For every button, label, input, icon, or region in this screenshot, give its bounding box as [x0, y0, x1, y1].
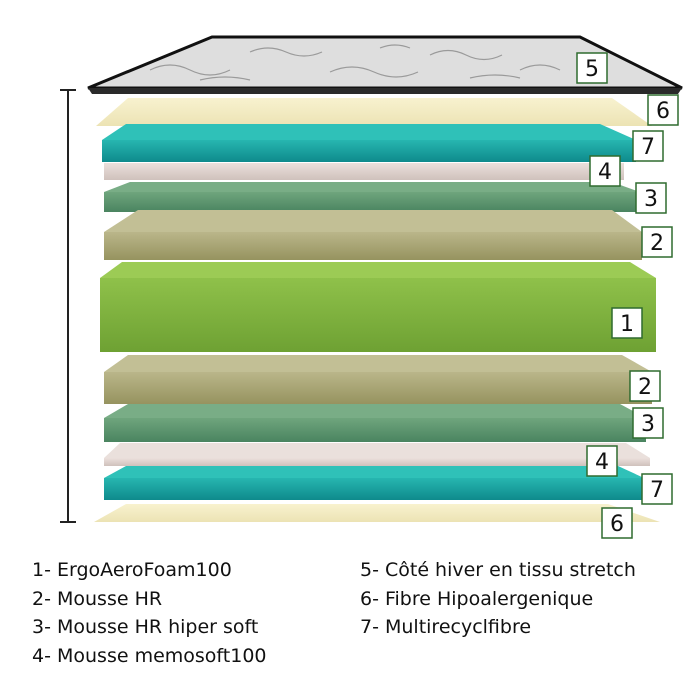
legend-item-7: 7- Multirecyclfibre: [360, 616, 532, 638]
layer-number-fibre-bottom: 6: [610, 512, 624, 537]
layer-number-hr-top: 2: [650, 231, 664, 256]
layer-tag-multi-bottom: 7: [641, 473, 673, 505]
layer-fibre-bottom: [94, 504, 660, 522]
layer-tag-hr-top: 2: [641, 226, 673, 258]
legend-item-1: 1- ErgoAeroFoam100: [32, 559, 232, 581]
legend-item-5: 5- Côté hiver en tissu stretch: [360, 559, 636, 581]
layer-hrsoft-bottom: [104, 404, 646, 442]
layer-tag-multi-top: 7: [632, 130, 664, 162]
layer-number-hrsoft-top: 3: [644, 187, 658, 212]
layer-tag-hrsoft-top: 3: [635, 182, 667, 214]
layer-number-cover-top: 5: [585, 57, 599, 82]
layer-hr-bottom: [104, 355, 652, 404]
layer-fibre-top: [96, 98, 652, 126]
layer-hr-top: [104, 210, 642, 260]
layer-hrsoft-top: [104, 182, 640, 212]
layer-number-hr-bottom: 2: [638, 375, 652, 400]
layer-memo-top: [104, 163, 624, 180]
layer-number-memo-top: 4: [598, 160, 612, 185]
layer-number-memo-bottom: 4: [595, 450, 609, 475]
layer-tag-memo-bottom: 4: [586, 445, 618, 477]
layer-number-multi-top: 7: [641, 135, 655, 160]
layer-memo-bottom: [104, 443, 650, 466]
legend-right: 5- Côté hiver en tissu stretch 6- Fibre …: [360, 556, 636, 642]
layer-number-multi-bottom: 7: [650, 478, 664, 503]
legend-item-3: 3- Mousse HR hiper soft: [32, 616, 259, 638]
legend-item-4: 4- Mousse memosoft100: [32, 644, 267, 667]
legend-item-2: 2- Mousse HR: [32, 587, 163, 610]
layer-cover-top: [87, 35, 683, 94]
layer-multi-top: [102, 124, 636, 162]
height-bracket: [60, 89, 76, 523]
layer-tag-memo-top: 4: [589, 155, 621, 187]
layer-core: [100, 262, 656, 352]
layer-tag-hrsoft-bottom: 3: [632, 407, 664, 439]
layer-multi-bottom: [104, 466, 644, 500]
layer-tag-hr-bottom: 2: [629, 370, 661, 402]
legend-item-6: 6- Fibre Hipoalergenique: [360, 587, 594, 610]
layer-tag-fibre-top: 6: [647, 94, 679, 126]
layer-tag-fibre-bottom: 6: [601, 507, 633, 539]
layer-tag-core: 1: [611, 307, 643, 339]
legend-left: 1- ErgoAeroFoam100 2- Mousse HR 3- Mouss…: [32, 556, 267, 670]
layer-tag-cover-top: 5: [576, 52, 608, 84]
layer-number-hrsoft-bottom: 3: [641, 412, 655, 437]
layer-number-core: 1: [620, 312, 634, 337]
layer-number-fibre-top: 6: [656, 99, 670, 124]
